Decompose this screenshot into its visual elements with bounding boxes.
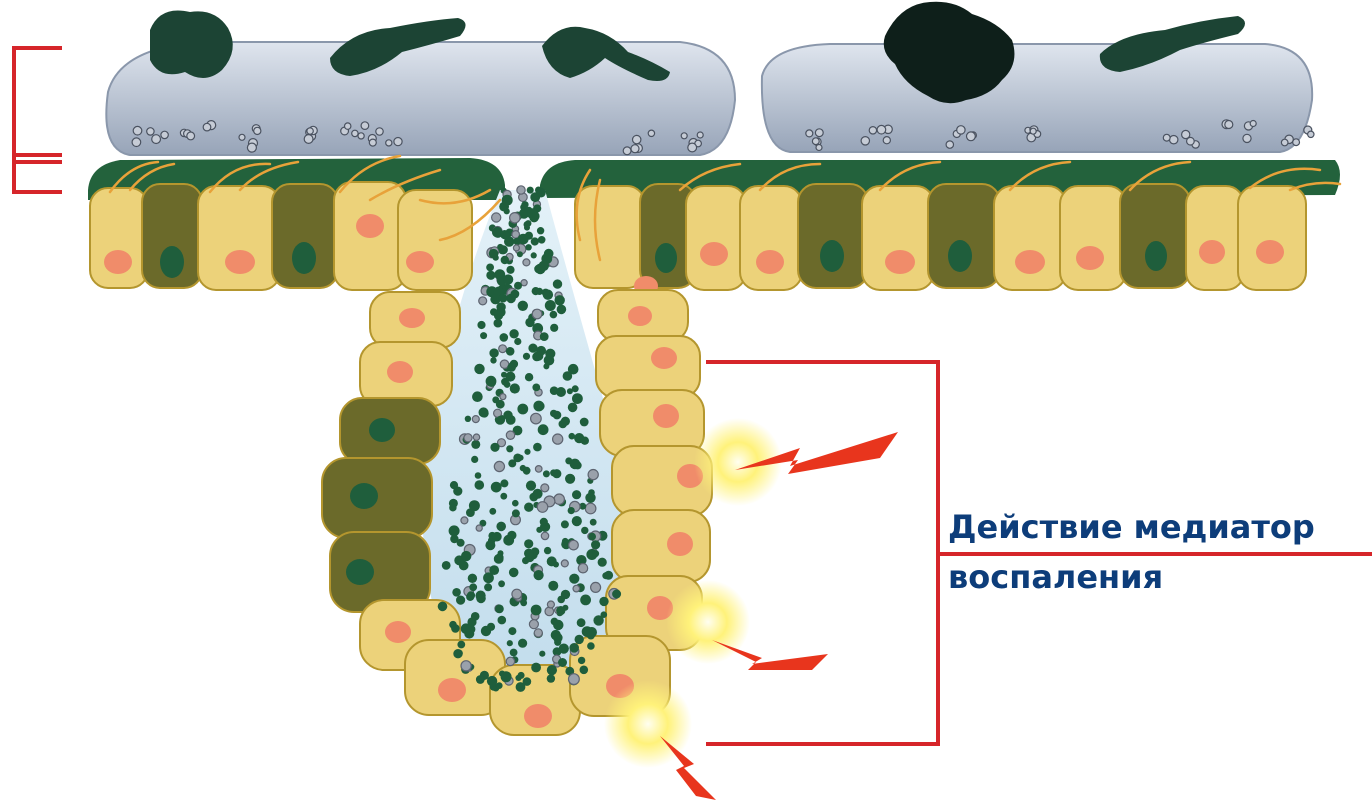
inflammation-label: воспаления [948, 558, 1163, 596]
top-left-bracket [14, 48, 62, 192]
surface-epithelium [90, 182, 1306, 290]
mediator-action-label: Действие медиатор [948, 508, 1315, 546]
